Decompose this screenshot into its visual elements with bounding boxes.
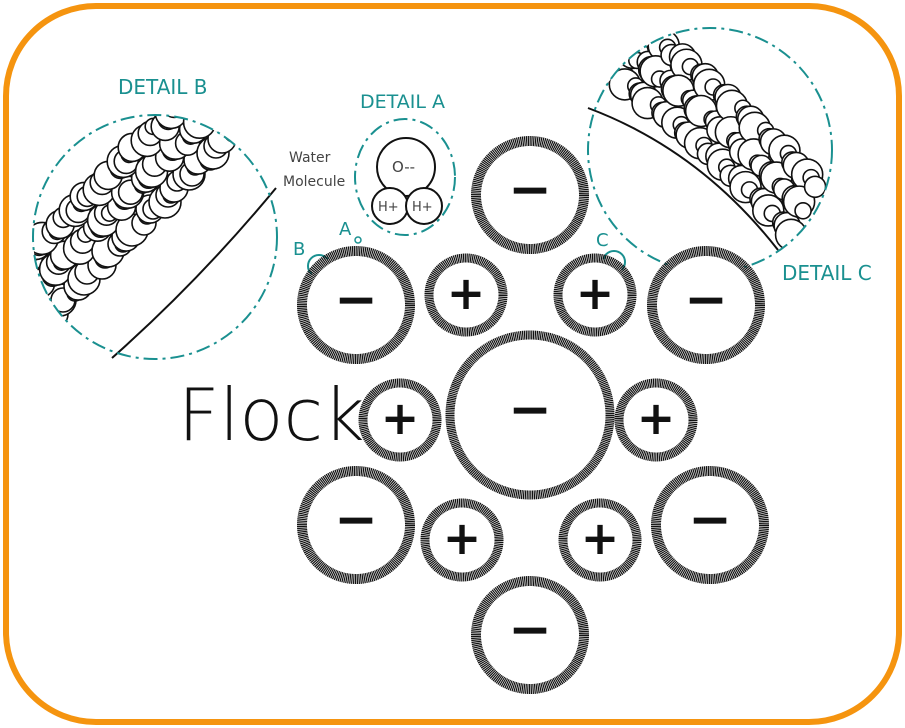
minus-sign: − — [684, 270, 728, 330]
detail-a: DETAIL A O-- H+ H+ Water Molecule — [283, 91, 456, 236]
plus-sign: + — [381, 391, 420, 445]
plus-sign: + — [576, 266, 615, 320]
positive-particle: + — [553, 253, 637, 337]
minus-sign: − — [334, 490, 378, 550]
minus-sign: − — [688, 490, 732, 550]
water-molecule-label: Molecule — [283, 174, 345, 190]
water-molecule-label: Water — [289, 150, 331, 166]
minus-sign: − — [508, 160, 552, 220]
plus-sign: + — [447, 266, 486, 320]
minus-sign: − — [508, 600, 552, 660]
negative-particle: − — [297, 246, 415, 364]
minus-sign: − — [508, 380, 552, 440]
positive-particle: + — [358, 378, 442, 462]
detail-c-label: DETAIL C — [782, 261, 872, 285]
minus-sign: − — [334, 270, 378, 330]
plus-sign: + — [443, 511, 482, 565]
negative-particle: − — [445, 330, 615, 500]
flock-label: Flock — [178, 373, 365, 457]
hydrogen-label: H+ — [378, 200, 399, 215]
positive-particle: + — [614, 378, 698, 462]
marker-a: A — [339, 219, 352, 240]
positive-particle: + — [558, 498, 642, 582]
detail-b-label: DETAIL B — [118, 75, 208, 99]
plus-sign: + — [637, 391, 676, 445]
negative-particle: − — [651, 466, 769, 584]
particle-cluster: −−−−−−−++++++ — [297, 136, 769, 694]
negative-particle: − — [647, 246, 765, 364]
orange-frame — [3, 3, 902, 725]
marker-c: C — [596, 230, 609, 251]
negative-particle: − — [471, 576, 589, 694]
detail-b: DETAIL B — [32, 75, 278, 360]
detail-c: DETAIL C — [587, 27, 872, 285]
negative-particle: − — [297, 466, 415, 584]
hydrogen-label: H+ — [412, 200, 433, 215]
positive-particle: + — [424, 253, 508, 337]
negative-particle: − — [471, 136, 589, 254]
positive-particle: + — [420, 498, 504, 582]
hydrogen-atom — [405, 187, 443, 225]
detail-a-label: DETAIL A — [360, 91, 445, 113]
oxygen-label: O-- — [392, 158, 415, 176]
plus-sign: + — [581, 511, 620, 565]
marker-b: B — [293, 239, 305, 260]
